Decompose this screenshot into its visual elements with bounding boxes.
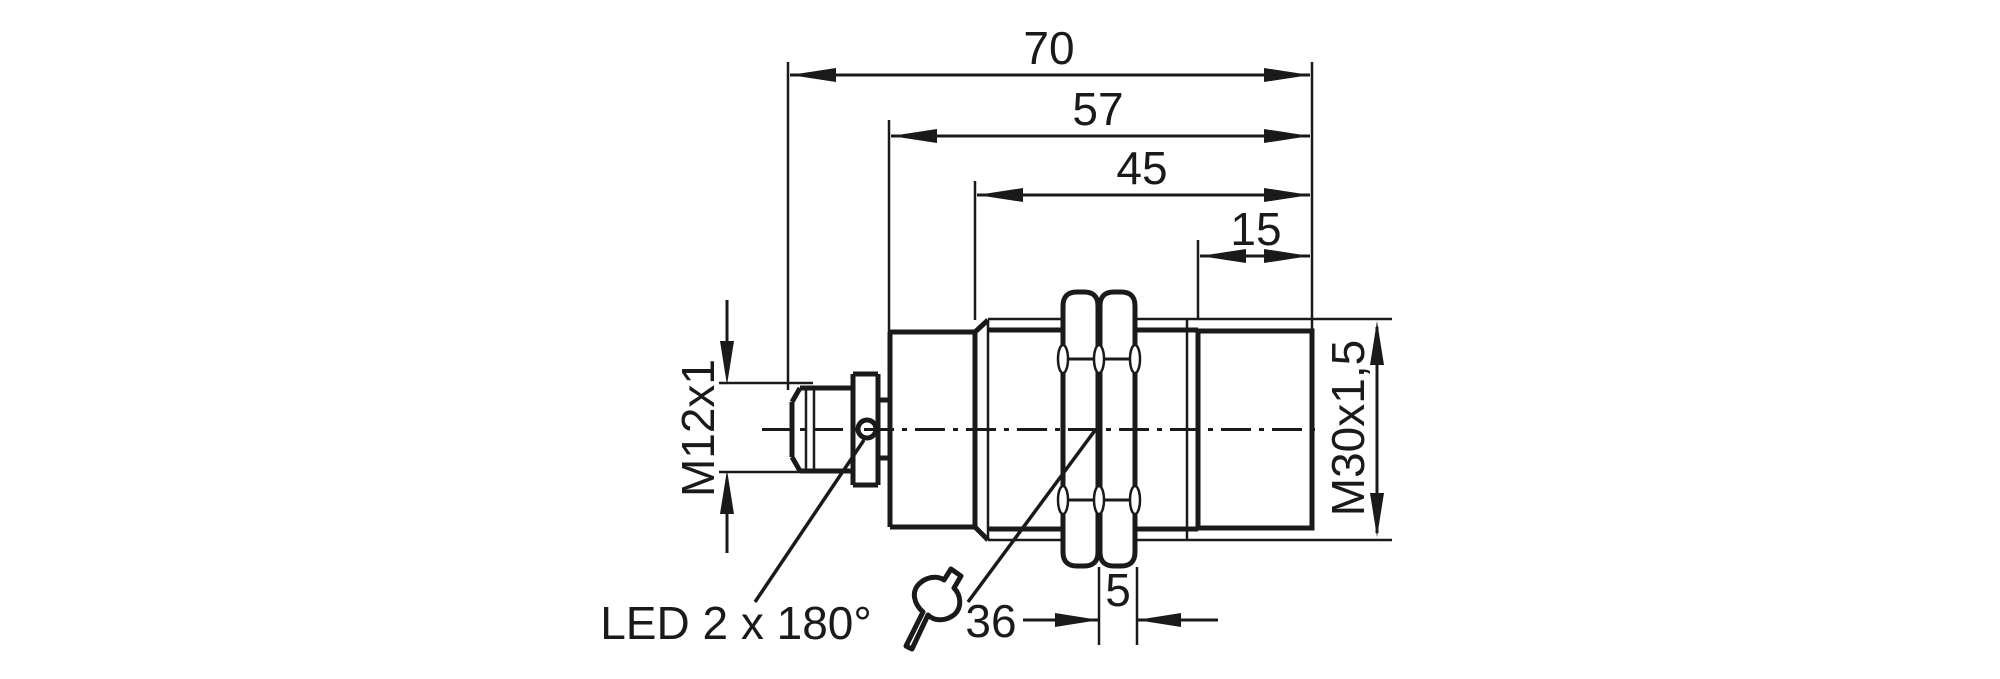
dim-thread-length-label: 45 [1116,142,1167,194]
wrench-icon [903,566,964,652]
dim-front-length-label: 15 [1230,203,1281,255]
dim-overall-length-label: 70 [1023,22,1074,74]
dim-nut-thickness-label: 5 [1105,564,1131,616]
led-annotation: LED 2 x 180° [600,439,872,649]
dim-housing-thread-label: M30x1,5 [1322,340,1374,516]
m12-connector [789,371,890,488]
dim-connector-thread-label: M12x1 [672,359,724,497]
m30-thread-dimension: M30x1,5 [1322,321,1384,537]
length-dimensions: 70 57 45 15 [786,22,1314,390]
wrench-annotation: 36 [903,427,1098,652]
m12-thread-dimension: M12x1 [672,300,813,553]
dim-housing-length-label: 57 [1072,83,1123,135]
led-leader-line [753,439,866,603]
led-label: LED 2 x 180° [600,597,872,649]
nut-thickness-dimension: 5 [1023,564,1218,645]
wrench-size-label: 36 [965,595,1016,647]
wrench-leader-line [966,427,1098,604]
